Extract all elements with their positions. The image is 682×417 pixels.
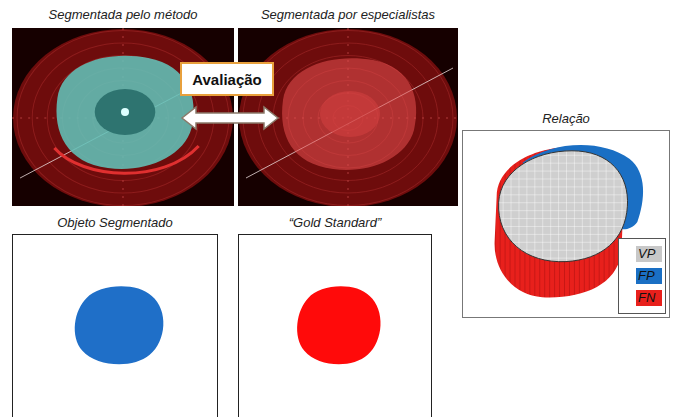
label-box: Avaliação <box>180 62 274 96</box>
image-panel: RelaçãoVP FP FN <box>462 110 670 318</box>
panel-heading: Segmentada pelo método <box>12 6 234 26</box>
box-label: Avaliação <box>192 71 262 88</box>
panel-frame: VP FP FN <box>462 130 670 318</box>
image-panel: Segmentada por especialistas <box>238 6 458 206</box>
legend-label: FN <box>622 290 655 305</box>
blob-image <box>13 235 217 417</box>
legend-row: VP <box>622 244 662 264</box>
image-panel: “Gold Standard” <box>238 214 432 417</box>
ultrasound-image <box>12 28 234 206</box>
blob-image <box>239 235 431 417</box>
panel-heading: “Gold Standard” <box>238 214 432 234</box>
legend-label: FP <box>622 268 655 283</box>
panel-heading: Segmentada por especialistas <box>238 6 458 26</box>
panel-frame <box>12 234 218 417</box>
image-panel: Segmentada pelo método <box>12 6 234 206</box>
panel-frame <box>238 234 432 417</box>
legend-row: FP <box>622 266 662 286</box>
legend-row: FN <box>622 288 662 308</box>
panel-frame <box>12 28 234 206</box>
legend-label: VP <box>622 246 655 261</box>
panel-heading: Relação <box>462 110 670 130</box>
panel-frame <box>238 28 458 206</box>
image-panel: Objeto Segmentado <box>12 214 218 417</box>
panel-heading: Objeto Segmentado <box>12 214 218 234</box>
ultrasound-image <box>238 28 458 206</box>
legend-box: VP FP FN <box>618 238 666 314</box>
